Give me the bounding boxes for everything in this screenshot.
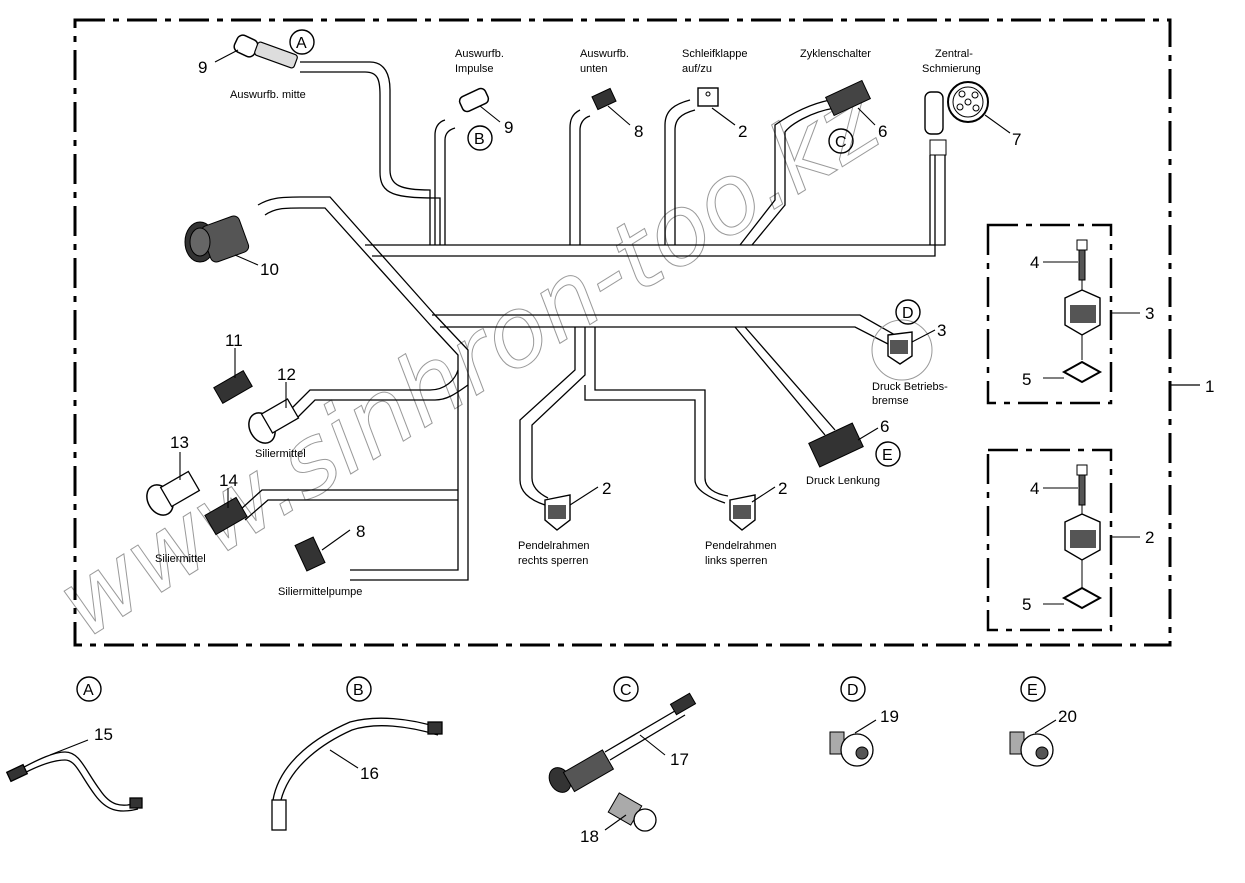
label-zentral-2: Schmierung: [922, 63, 981, 75]
ref-1: 1: [1205, 377, 1214, 396]
watermark: www.sinhron-too.kz: [37, 63, 900, 660]
label-druck-b-1: Druck Betriebs-: [872, 381, 948, 393]
connector-14[interactable]: [204, 496, 248, 536]
label-druck-b-2: bremse: [872, 395, 909, 407]
kit-box-2: [986, 448, 1113, 632]
adapter-callout-e: E: [1027, 682, 1038, 699]
harness-cables: [239, 61, 946, 581]
ref-4-kit2: 4: [1030, 479, 1039, 498]
connector-9-b[interactable]: [458, 87, 490, 113]
label-silier-14: Siliermittel: [155, 553, 206, 565]
label-auswurf-mitte: Auswurfb. mitte: [230, 89, 306, 101]
label-pendel-l-1: Pendelrahmen: [705, 540, 777, 552]
adapter-refs: 15 16 17 18 19 20: [94, 707, 1077, 846]
ref-19: 19: [880, 707, 899, 726]
label-auswurf-unten-2: unten: [580, 63, 608, 75]
assembly-ref-leader: 1: [1170, 377, 1214, 396]
adapter-16[interactable]: [271, 717, 443, 831]
ref-8-top: 8: [634, 122, 643, 141]
adapter-18[interactable]: [607, 792, 657, 832]
leader-lines: [179, 49, 1140, 605]
ref-11: 11: [225, 331, 243, 350]
ref-6-c: 6: [878, 122, 887, 141]
callout-e: E: [882, 447, 893, 464]
label-auswurf-impulse-1: Auswurfb.: [455, 48, 504, 60]
ref-9-b: 9: [504, 118, 513, 137]
label-zentral-1: Zentral-: [935, 48, 973, 60]
callout-b: B: [474, 131, 485, 148]
ref-5-kit2: 5: [1022, 595, 1031, 614]
connector-10[interactable]: [184, 214, 250, 263]
ref-8-pump: 8: [356, 522, 365, 541]
ref-2-rechts: 2: [602, 479, 611, 498]
adapter-15[interactable]: [5, 751, 143, 812]
label-schleif-1: Schleifklappe: [682, 48, 747, 60]
ref-4-kit3: 4: [1030, 253, 1039, 272]
connector-6-e[interactable]: [808, 422, 864, 468]
label-auswurf-impulse-2: Impulse: [455, 63, 494, 75]
callout-letters: A B C D E A B C D E: [83, 35, 1038, 699]
ref-12: 12: [277, 365, 296, 384]
label-silier-pumpe: Siliermittelpumpe: [278, 586, 362, 598]
connector-labels: Auswurfb. mitte Auswurfb. Impulse Auswur…: [155, 48, 981, 598]
solenoid-plug-2-top[interactable]: [697, 87, 719, 107]
ref-10: 10: [260, 260, 279, 279]
callout-circles: [76, 29, 1046, 702]
label-schleif-2: auf/zu: [682, 63, 712, 75]
label-pendel-l-2: links sperren: [705, 555, 767, 567]
label-auswurf-unten-1: Auswurfb.: [580, 48, 629, 60]
connector-6-c[interactable]: [824, 79, 872, 117]
kit-2-parts: [1061, 464, 1103, 610]
connector-8-pump[interactable]: [294, 536, 326, 572]
adapter-leaders: [49, 719, 1057, 831]
adapter-17[interactable]: [545, 692, 697, 796]
adapter-callout-c: C: [620, 682, 632, 699]
label-zyklen: Zyklenschalter: [800, 48, 871, 60]
label-druck-lenkung: Druck Lenkung: [806, 475, 880, 487]
connector-8-top[interactable]: [591, 87, 617, 111]
ref-2-links: 2: [778, 479, 787, 498]
label-pendel-r-1: Pendelrahmen: [518, 540, 590, 552]
solenoid-plug-2-links[interactable]: [729, 494, 756, 531]
ref-14: 14: [219, 471, 238, 490]
adapter-20[interactable]: [1009, 731, 1054, 767]
ref-5-kit3: 5: [1022, 370, 1031, 389]
ref-6-e: 6: [880, 417, 889, 436]
solenoid-plug-3-d[interactable]: [871, 319, 933, 381]
ref-20: 20: [1058, 707, 1077, 726]
ref-13: 13: [170, 433, 189, 452]
connector-11[interactable]: [213, 370, 253, 404]
ref-17: 17: [670, 750, 689, 769]
callout-d: D: [902, 305, 914, 322]
ref-2-kit: 2: [1145, 528, 1154, 547]
kit-box-3: [986, 223, 1113, 405]
ref-3-kit: 3: [1145, 304, 1154, 323]
kit-3-parts: [1061, 239, 1103, 384]
ref-18: 18: [580, 827, 599, 846]
adapter-callout-b: B: [353, 682, 364, 699]
ref-16: 16: [360, 764, 379, 783]
ref-7: 7: [1012, 130, 1021, 149]
assembly-frame: [73, 18, 1172, 647]
connector-9-a[interactable]: [232, 33, 298, 69]
ref-15: 15: [94, 725, 113, 744]
adapter-callout-d: D: [847, 682, 859, 699]
callout-a: A: [296, 35, 307, 52]
label-silier-12: Siliermittel: [255, 448, 306, 460]
solenoid-plug-2-rechts[interactable]: [544, 494, 571, 531]
connector-13[interactable]: [142, 470, 201, 519]
connector-7[interactable]: [924, 81, 989, 156]
connector-12[interactable]: [244, 398, 300, 448]
ref-3-d: 3: [937, 321, 946, 340]
reference-numbers: 9 9 8 2 6 7 10 11 12 13 14 8 2 2 3 6 4 3…: [170, 58, 1154, 614]
callout-c: C: [835, 134, 847, 151]
ref-9-a: 9: [198, 58, 207, 77]
ref-2-top: 2: [738, 122, 747, 141]
watermark-text: www.sinhron-too.kz: [38, 63, 900, 659]
label-pendel-r-2: rechts sperren: [518, 555, 588, 567]
adapter-19[interactable]: [829, 731, 874, 767]
adapter-callout-a: A: [83, 682, 94, 699]
